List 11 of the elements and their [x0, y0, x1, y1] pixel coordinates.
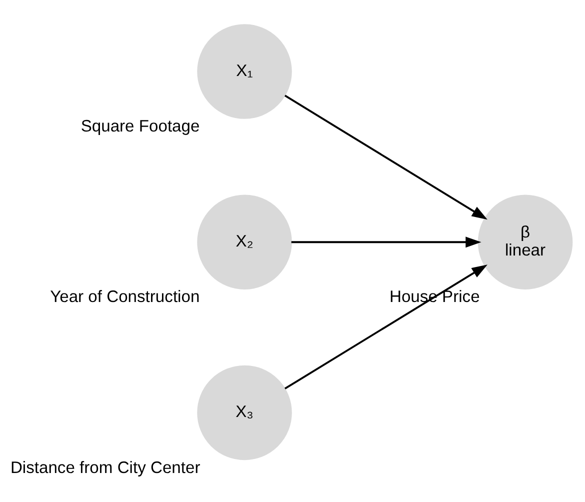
- node-circle: X₃: [197, 365, 292, 460]
- arrow: [284, 94, 488, 220]
- node-label: Year of Construction: [50, 287, 200, 306]
- node-label: Distance from City Center: [10, 458, 200, 477]
- node-circle: X₁: [197, 24, 292, 119]
- arrow: [291, 236, 482, 248]
- node-circle: β linear: [478, 194, 573, 290]
- node-circle: X₂: [197, 194, 292, 290]
- node-label: Square Footage: [80, 116, 200, 136]
- node-label: House Price: [390, 287, 480, 306]
- arrow: [284, 264, 488, 390]
